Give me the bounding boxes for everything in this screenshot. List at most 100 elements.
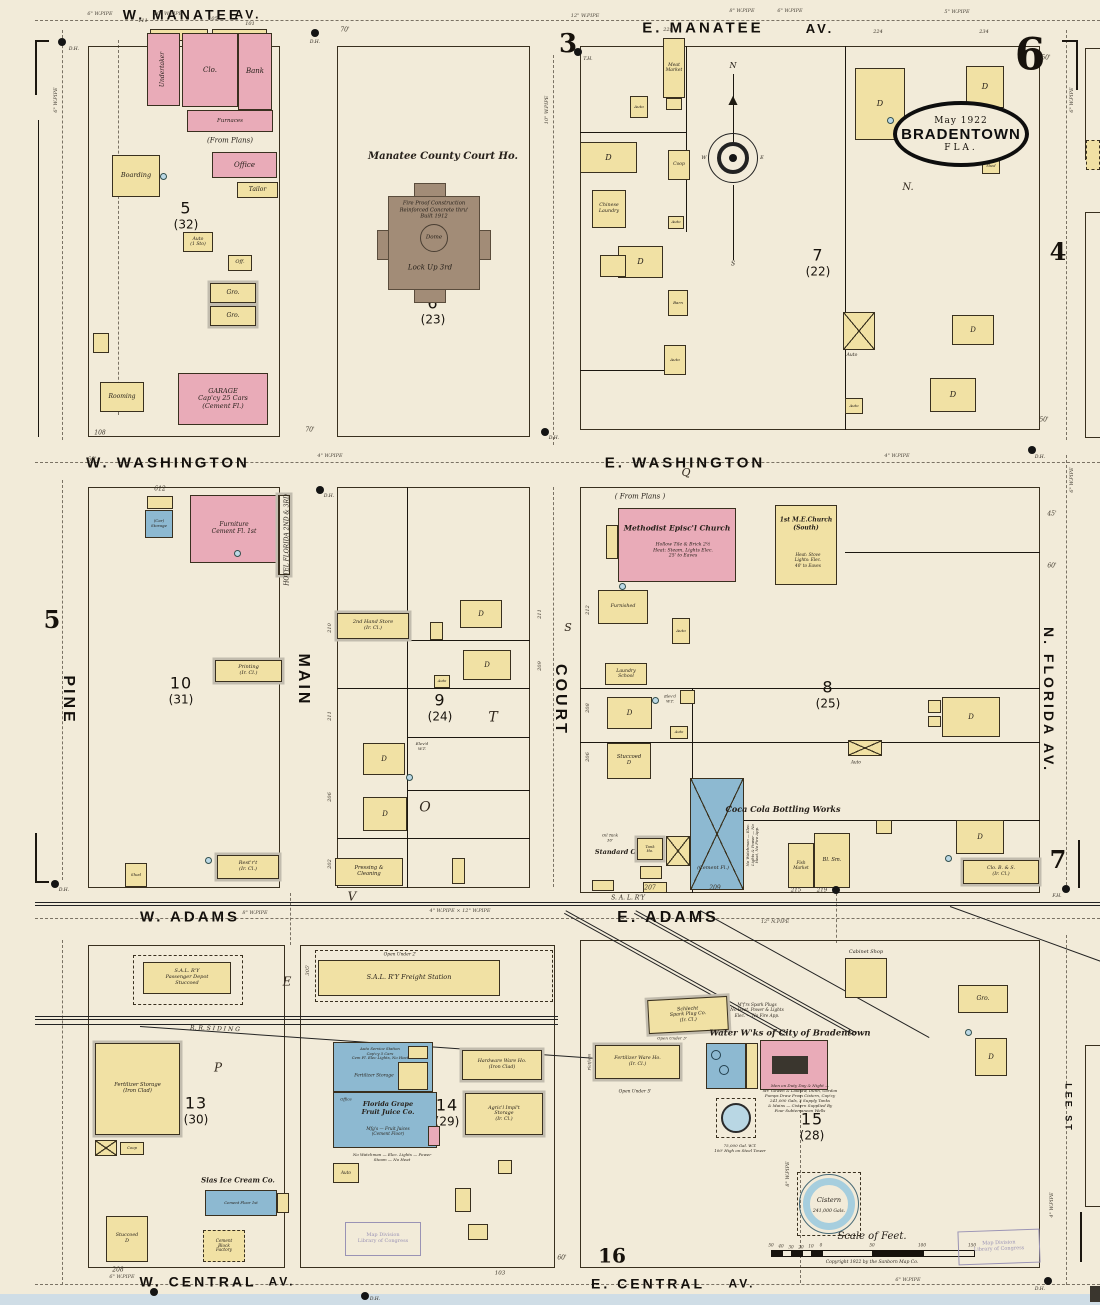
block-number: 13: [184, 1093, 208, 1113]
bldg-me-church-south: [775, 505, 837, 585]
pipe-label: 6" W.PIPE: [1068, 87, 1075, 113]
bldg-auto-label: Auto: [437, 679, 447, 684]
bldg-dwelling-label: D: [605, 152, 612, 162]
freight-platform: [315, 950, 553, 1002]
dim-label: 60': [1047, 562, 1057, 570]
water-tank-note: 75,000 Gal. W.T. 100' High on Steel Towe…: [714, 1143, 766, 1153]
hydrant: [316, 486, 324, 494]
water-pipe-line: [35, 1284, 1100, 1285]
bldg-fertilizer-storage: Fertilizer Storage (Iron Clad): [95, 1043, 180, 1135]
letter-o: O: [419, 799, 431, 816]
corner-bracket: [1080, 1212, 1082, 1262]
block-6-outline: [337, 46, 530, 437]
street-e-central-av: AV.: [728, 1276, 756, 1291]
corner-bracket: [35, 833, 37, 883]
bldg-boiler: [428, 1126, 440, 1146]
pipe-label: 6" W.PIPE: [87, 10, 113, 17]
street-w-manat: W. MANATEE: [122, 6, 242, 23]
bldg-sias-ice-cream: Cement Floor 1st: [205, 1190, 277, 1216]
block-14-outline: [300, 945, 555, 1268]
bldg-tailor: Tailor: [237, 182, 278, 198]
compass-needle: [733, 185, 735, 260]
bldg-shed: Shed: [125, 863, 147, 887]
grapefruit-juice-note: Mfg's — Fruit Juices (Cement Floor): [366, 1125, 410, 1136]
bldg-dwelling-label: D: [970, 325, 976, 334]
bldg-rooming: Rooming: [100, 382, 144, 412]
bldg-inset: [398, 1062, 428, 1090]
bldg-auto-xbox: [848, 740, 882, 756]
block-number: 15: [800, 1109, 824, 1129]
bldg-laundry-school: Laundry School: [605, 663, 647, 685]
bldg-coop-label: Coop: [673, 162, 685, 168]
house-number: 228: [663, 26, 673, 33]
bldg-auto: Auto: [845, 398, 863, 414]
house-number: 111: [138, 17, 148, 24]
bldg-grapefruit-juice: [333, 1092, 437, 1148]
water-pipe-line: [62, 480, 63, 880]
elevated-wt-label: Elev'd W.T.: [664, 693, 676, 703]
lot-line: [580, 370, 686, 372]
cement-floor-note: (Cement Fl.): [697, 864, 729, 871]
letter-q: Q: [681, 466, 691, 480]
bldg-coop-label: Coop: [127, 1145, 137, 1151]
block-number: 9: [434, 690, 446, 710]
adjacent-sheet-4: 4: [1049, 237, 1067, 266]
dim-305: 305': [304, 964, 311, 976]
lot-line: [686, 46, 688, 232]
auto-service-note: Auto Service Station Cap'cy 5 Cars Cem F…: [351, 1045, 409, 1061]
scale-bar-segment: [771, 1250, 783, 1257]
bldg-printing-label: Printing (Ir. Cl.): [238, 664, 259, 676]
house-number: 208: [112, 1266, 124, 1274]
letter-s: S: [564, 621, 572, 635]
pipe-label: 6" W.PIPE: [52, 87, 59, 113]
hydrant-label: D.H.: [1034, 455, 1046, 461]
map-state: FLA.: [944, 142, 978, 153]
bldg-fish-market-label: Fish Market: [793, 859, 809, 870]
pipe-label: 4" W.PIPE: [317, 452, 343, 459]
map-city: BRADENTOWN: [901, 125, 1021, 143]
depot-platform: [133, 955, 243, 1005]
lot-line: [580, 688, 1040, 690]
bldg-dwelling: D: [930, 378, 976, 412]
scale-tick: 50: [768, 1242, 774, 1248]
hydrant-label: T.H.: [583, 57, 593, 63]
bldg-stuccoed-d: Stuccoed D: [607, 743, 651, 779]
house-number: 219: [816, 887, 828, 894]
street-e-washington: E. WASHINGTON: [604, 454, 766, 472]
bldg-fertilizer-storage-label: Fertilizer Storage (Iron Clad): [114, 1082, 161, 1094]
bldg-meat-market-label: Meat Market: [665, 62, 683, 73]
compass-s: S: [730, 260, 736, 268]
block-number: 6: [427, 293, 439, 313]
lockup-label: Lock Up 3rd: [407, 263, 453, 272]
bldg-auto: Auto: [670, 726, 688, 739]
waterworks-title: Water W'ks of City of Bradentown: [709, 1028, 871, 1039]
block-15-label: 15(28): [800, 1110, 825, 1143]
bldg-grocery: Gro.: [958, 985, 1008, 1013]
hydrant-label: D.H.: [548, 436, 560, 442]
hydrant-label: D.H.: [1034, 1287, 1046, 1293]
bldg-dwelling-label: D: [876, 99, 884, 109]
hydrant: [1062, 885, 1070, 893]
courthouse-wing: [414, 289, 446, 303]
corner-bracket: [35, 881, 49, 883]
water-tank: [618, 582, 626, 590]
block-number: (31): [168, 692, 194, 707]
bldg-car-storage: (Car) Storage: [145, 510, 173, 538]
pipe-label: 6" W.PIPE: [777, 7, 803, 14]
open-under-note: Open Under 3': [657, 1035, 687, 1041]
block-number: 8: [822, 677, 834, 697]
block-13-label: 13(30): [184, 1094, 209, 1127]
sal-railway-main: [35, 902, 1100, 906]
bldg-shed: [680, 690, 695, 704]
partial-block-outline: [1085, 1045, 1100, 1207]
sheet-margin-line: [38, 120, 40, 437]
courthouse-title: Manatee County Court Ho.: [368, 150, 518, 162]
lot-line: [337, 688, 530, 690]
compass-needle: [733, 74, 735, 144]
me-church-south-label: 1st M.E.Church (South): [779, 516, 833, 532]
water-tank: [886, 116, 894, 124]
bldg-dwelling-label: D: [968, 712, 974, 721]
bldg-auto: Auto: [333, 1163, 359, 1183]
bldg-shed: [498, 1160, 512, 1174]
scale-tick: 40: [778, 1243, 784, 1249]
